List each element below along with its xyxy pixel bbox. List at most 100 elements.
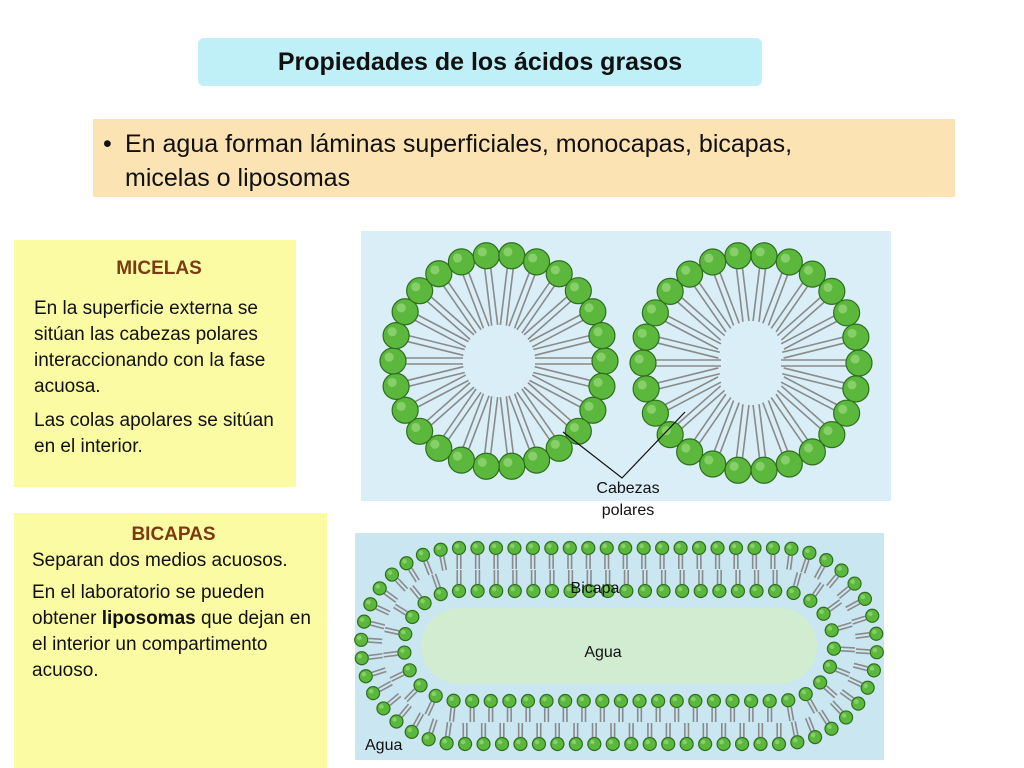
- polar-head: [618, 540, 633, 556]
- micelas-text-1: En la superficie externa se sitúan las c…: [34, 298, 266, 397]
- polar-head: [869, 645, 884, 660]
- micelas-heading: MICELAS: [116, 258, 202, 279]
- polar-head-highlight: [359, 617, 365, 622]
- polar-head-highlight: [634, 354, 644, 364]
- apolar-tail: [770, 280, 805, 329]
- polar-head-highlight: [755, 247, 765, 257]
- apolar-tail: [786, 707, 791, 722]
- polar-head-highlight: [661, 282, 671, 293]
- polar-head-highlight: [598, 696, 603, 702]
- polar-head-highlight: [550, 439, 560, 449]
- apolar-tail: [513, 393, 537, 450]
- apolar-tail: [790, 721, 796, 736]
- apolar-tail: [448, 722, 452, 737]
- apolar-tail: [806, 700, 816, 714]
- polar-head: [842, 375, 870, 403]
- polar-head-highlight: [737, 739, 743, 745]
- polar-head-highlight: [819, 609, 824, 615]
- apolar-tail: [411, 567, 420, 581]
- polar-head: [636, 540, 651, 556]
- polar-head-highlight: [616, 696, 622, 702]
- apolar-tail: [527, 298, 574, 340]
- polar-head: [451, 540, 467, 556]
- polar-head: [802, 545, 817, 560]
- polar-head: [433, 542, 448, 557]
- apolar-tail: [431, 719, 438, 734]
- apolar-tail: [428, 386, 475, 428]
- liposome-diagram: Bicapa Agua Agua: [354, 533, 884, 760]
- polar-head-highlight: [542, 696, 547, 702]
- apolar-tail: [852, 666, 867, 672]
- polar-head: [775, 450, 803, 478]
- apolar-tail: [444, 722, 449, 737]
- liposome-illustration: [354, 540, 884, 752]
- polar-head: [661, 736, 676, 752]
- polar-head-highlight: [750, 543, 755, 549]
- polar-head-highlight: [528, 543, 534, 549]
- polar-head: [507, 540, 522, 556]
- apolar-tail: [775, 393, 810, 443]
- bullet-box: • En agua forman láminas superficiales, …: [93, 119, 955, 197]
- polar-head-highlight: [550, 265, 560, 275]
- apolar-tail: [406, 371, 465, 388]
- polar-head-highlight: [869, 666, 875, 671]
- apolar-tail: [385, 626, 400, 632]
- apolar-tail: [679, 295, 726, 337]
- apolar-tail: [813, 565, 823, 579]
- polar-head-highlight: [768, 543, 774, 549]
- apolar-tail: [415, 713, 425, 727]
- polar-head-highlight: [850, 354, 860, 364]
- polar-head: [363, 597, 378, 612]
- polar-head: [415, 547, 431, 562]
- apolar-tail: [812, 582, 822, 595]
- polar-head-highlight: [823, 426, 833, 436]
- apolar-tail: [368, 637, 383, 641]
- apolar-tail: [758, 404, 767, 461]
- polar-head-highlight: [442, 738, 447, 744]
- apolar-tail: [427, 702, 436, 716]
- polar-head-highlight: [361, 672, 367, 677]
- polar-head-highlight: [366, 600, 371, 605]
- apolar-tail: [855, 635, 870, 639]
- polar-head-highlight: [872, 629, 877, 635]
- polar-head-highlight: [528, 253, 538, 263]
- apolar-tail: [656, 373, 720, 391]
- polar-head: [734, 736, 750, 752]
- polar-head-highlight: [822, 555, 827, 561]
- polar-head: [753, 736, 768, 752]
- polar-head: [356, 614, 372, 629]
- polar-head-highlight: [547, 586, 553, 592]
- apolar-tail: [783, 367, 848, 385]
- apolar-tail: [809, 698, 819, 712]
- apolar-tail: [527, 382, 574, 424]
- apolar-tail: [375, 608, 389, 616]
- polar-head: [691, 540, 707, 556]
- polar-head-highlight: [528, 451, 538, 461]
- polar-head: [712, 583, 727, 599]
- bullet-item: • En agua forman láminas superficiales, …: [103, 127, 945, 195]
- polar-head: [476, 736, 491, 752]
- apolar-tail: [741, 265, 750, 322]
- polar-head-highlight: [603, 586, 609, 592]
- polar-head-highlight: [793, 738, 798, 743]
- polar-head-highlight: [510, 586, 516, 592]
- polar-head-highlight: [534, 739, 540, 745]
- liposomas-term: liposomas: [101, 608, 196, 629]
- apolar-tail: [368, 653, 383, 657]
- apolar-tail: [775, 283, 810, 333]
- apolar-tail: [767, 272, 790, 326]
- polar-head: [576, 693, 591, 709]
- apolar-tail: [516, 391, 552, 443]
- apolar-tail: [534, 340, 594, 357]
- polar-head-highlight: [867, 611, 873, 617]
- apolar-tail: [516, 279, 552, 331]
- polar-head-highlight: [746, 696, 752, 702]
- polar-head-highlight: [547, 543, 552, 549]
- polar-head-highlight: [491, 543, 497, 549]
- polar-head: [591, 347, 619, 375]
- bicapas-heading: BICAPAS: [131, 524, 216, 545]
- apolar-tail: [796, 572, 802, 587]
- apolar-tail: [523, 294, 570, 336]
- polar-head-highlight: [473, 586, 478, 592]
- apolar-tail: [846, 603, 861, 612]
